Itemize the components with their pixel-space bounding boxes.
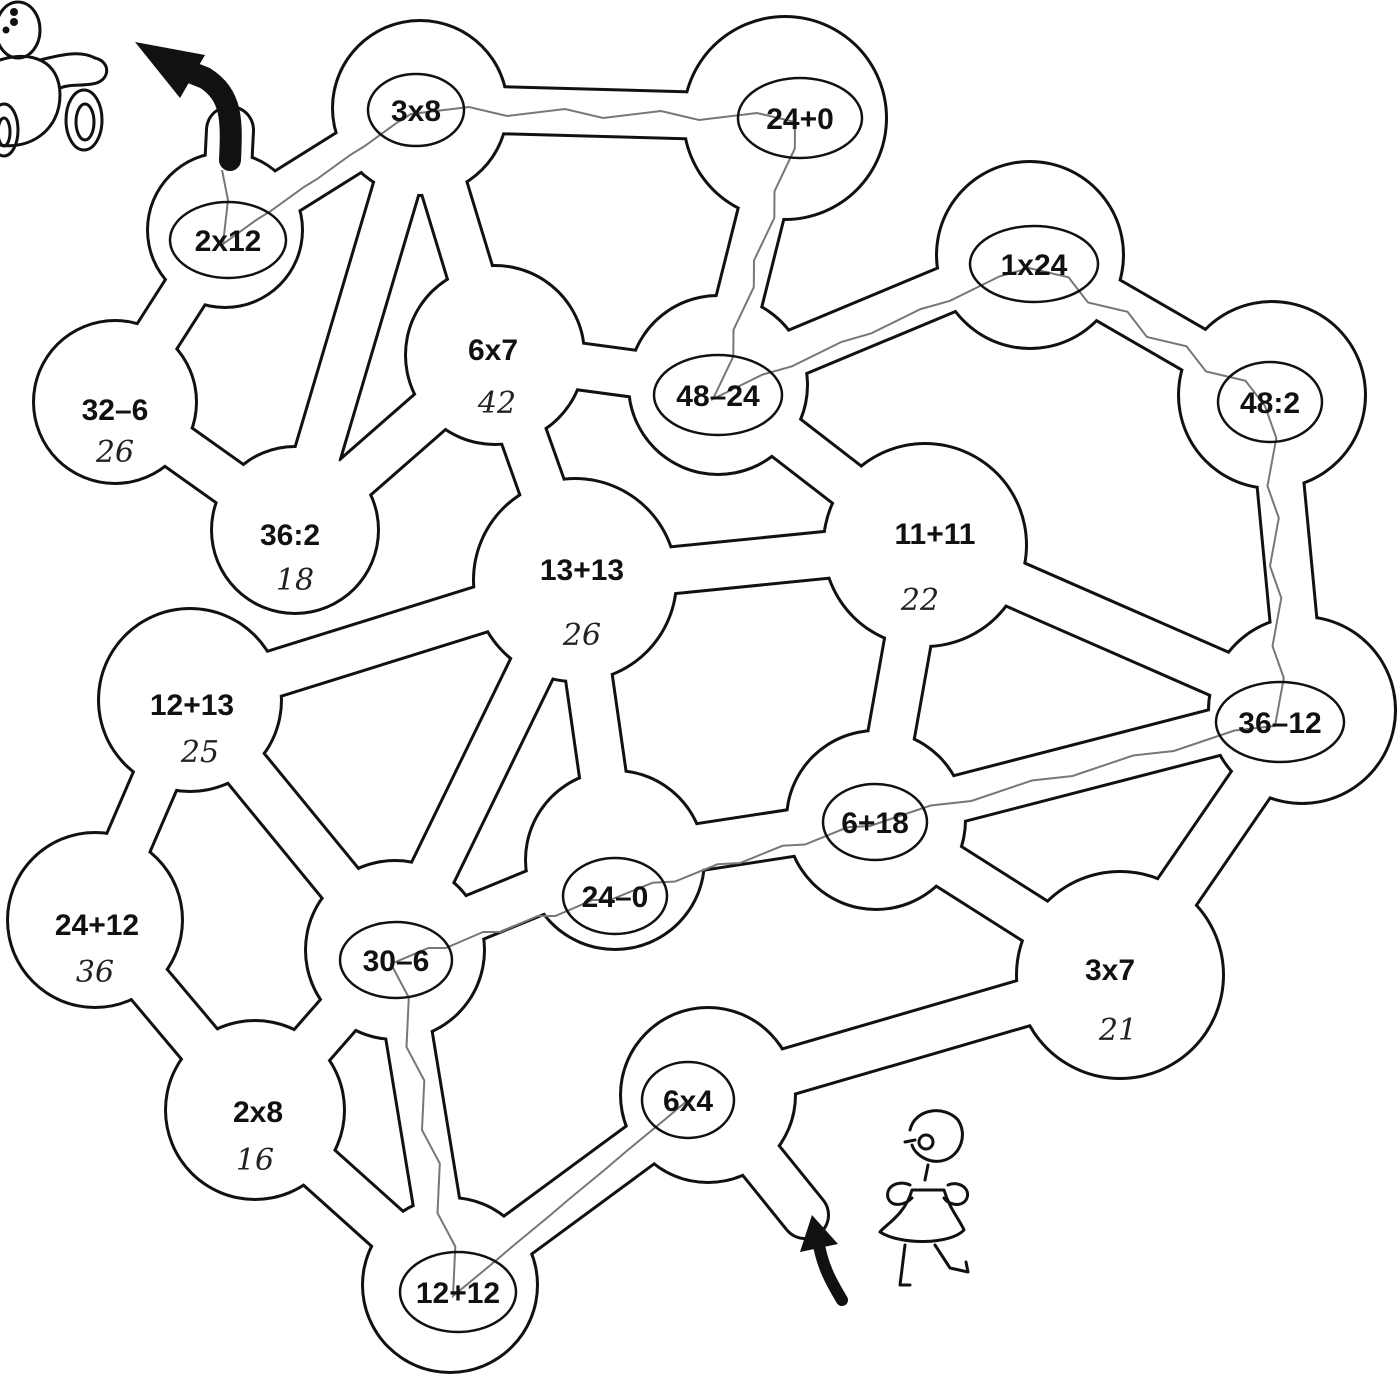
maze-node-13p13: 13+13 26 [540, 554, 624, 653]
maze-node-11p11: 11+11 22 [895, 518, 976, 618]
node-expression: 24+12 [55, 909, 139, 942]
node-answer: 25 [180, 735, 219, 770]
maze-node-24p0: 24+0 [736, 76, 864, 160]
maze-node-6p18: 6+18 [821, 782, 929, 862]
node-answer: 18 [276, 563, 314, 598]
node-expression: 12+13 [150, 689, 234, 722]
node-expression: 6+18 [841, 807, 909, 840]
node-expression: 2x12 [195, 225, 262, 258]
maze-node-12p13: 12+13 25 [150, 689, 234, 770]
arrow-icon [800, 1215, 848, 1306]
answer-circle [736, 76, 864, 160]
maze-labels: 2x12 3x8 24+0 1x24 48:2 48–24 6x7 42 32–6 26 36:2 1… [55, 72, 1346, 1334]
node-expression: 6x4 [663, 1085, 713, 1118]
maze-node-3x7: 3x7 21 [1085, 954, 1137, 1048]
maze-node-6x4: 6x4 [640, 1060, 736, 1140]
answer-circle [366, 72, 466, 148]
node-answer: 36 [76, 955, 114, 990]
answer-circle [1216, 360, 1324, 444]
node-expression: 24–0 [582, 881, 649, 914]
maze-node-1x24: 1x24 [968, 224, 1100, 304]
node-expression: 48:2 [1240, 387, 1300, 420]
maze-node-36m12: 36–12 [1214, 680, 1346, 764]
node-expression: 13+13 [540, 554, 624, 587]
arrow-icon [135, 42, 242, 171]
node-expression: 6x7 [468, 334, 518, 367]
teddy-bear-icon [0, 0, 109, 158]
node-expression: 12+12 [416, 1277, 500, 1310]
maze-node-24p12: 24+12 36 [55, 909, 139, 990]
node-expression: 24+0 [766, 103, 834, 136]
girl-figure-icon [878, 1109, 970, 1287]
maze-node-30m6: 30–6 [338, 920, 454, 1000]
maze-node-3x8: 3x8 [366, 72, 466, 148]
answer-circle [338, 920, 454, 1000]
answer-circle [640, 1060, 736, 1140]
node-expression: 32–6 [82, 394, 149, 427]
node-expression: 36–12 [1238, 707, 1321, 740]
node-answer: 26 [562, 618, 601, 653]
maze-node-48d2: 48:2 [1216, 360, 1324, 444]
node-answer: 42 [477, 386, 516, 421]
node-answer: 16 [236, 1143, 274, 1178]
node-expression: 30–6 [363, 945, 430, 978]
node-expression: 11+11 [895, 518, 976, 551]
node-expression: 36:2 [260, 519, 320, 552]
maze-node-48m24: 48–24 [652, 353, 784, 437]
maze-node-36d2: 36:2 18 [260, 519, 320, 598]
node-expression: 1x24 [1001, 249, 1068, 282]
maze-node-24m0: 24–0 [561, 856, 669, 936]
answer-circle [398, 1250, 518, 1334]
node-expression: 3x8 [391, 95, 441, 128]
answer-circle [1214, 680, 1346, 764]
maze-node-2x12: 2x12 [168, 200, 288, 280]
node-expression: 48–24 [676, 380, 760, 413]
answer-circle [968, 224, 1100, 304]
node-answer: 22 [900, 583, 939, 618]
answer-circle [168, 200, 288, 280]
node-answer: 21 [1098, 1013, 1137, 1048]
answer-circle [821, 782, 929, 862]
maze-node-32m6: 32–6 26 [82, 394, 149, 470]
answer-circle [652, 353, 784, 437]
node-answer: 26 [95, 435, 134, 470]
node-expression: 2x8 [233, 1096, 283, 1129]
answer-circle [561, 856, 669, 936]
node-expression: 3x7 [1085, 954, 1135, 987]
maze-node-6x7: 6x7 42 [468, 334, 518, 421]
maze-node-12p12: 12+12 [398, 1250, 518, 1334]
